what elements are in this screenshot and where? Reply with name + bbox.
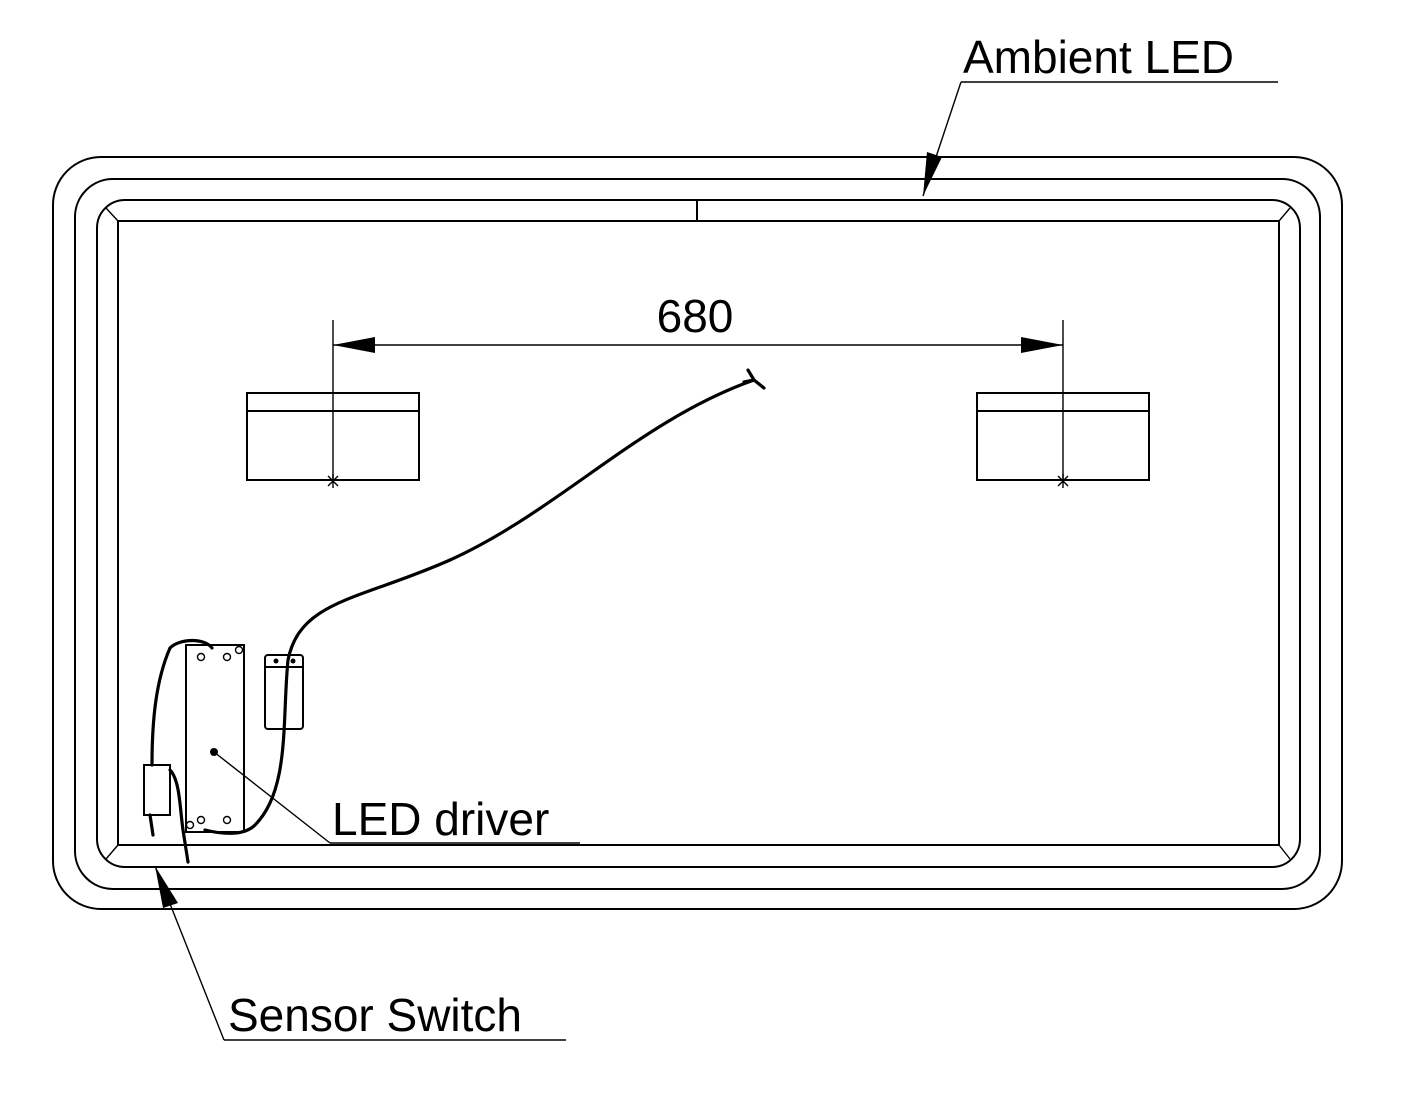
label-ambient-led: Ambient LED bbox=[963, 31, 1234, 83]
power-cable bbox=[203, 378, 756, 835]
bevel-top-right bbox=[1278, 207, 1291, 222]
dimension-line: 680 bbox=[333, 290, 1063, 353]
sensor-switch-module bbox=[143, 638, 214, 864]
leader-sensor-switch: Sensor Switch bbox=[154, 865, 566, 1041]
bevel-top-left bbox=[105, 207, 119, 222]
cable-end-frayed bbox=[742, 368, 766, 390]
bevel-bottom-left bbox=[105, 844, 119, 860]
back-panel bbox=[117, 220, 1280, 846]
connector-block bbox=[264, 654, 304, 730]
leader-ambient-led: Ambient LED bbox=[922, 31, 1278, 197]
dimension-value: 680 bbox=[657, 290, 734, 342]
mounting-bracket-left bbox=[246, 320, 420, 488]
dimension-arrow-right bbox=[1021, 337, 1063, 353]
mounting-bracket-right bbox=[976, 320, 1150, 488]
bevel-bottom-right bbox=[1278, 844, 1291, 860]
frame-outer-edge bbox=[52, 156, 1343, 910]
label-sensor-switch: Sensor Switch bbox=[228, 989, 522, 1041]
frame-ambient-led-strip bbox=[74, 178, 1321, 890]
led-driver-box bbox=[185, 644, 245, 833]
dimension-arrow-left bbox=[333, 337, 375, 353]
mirror-frame bbox=[52, 156, 1343, 910]
frame-inner-edge bbox=[96, 199, 1301, 868]
label-led-driver: LED driver bbox=[332, 793, 549, 845]
leader-led-driver: LED driver bbox=[213, 751, 580, 845]
